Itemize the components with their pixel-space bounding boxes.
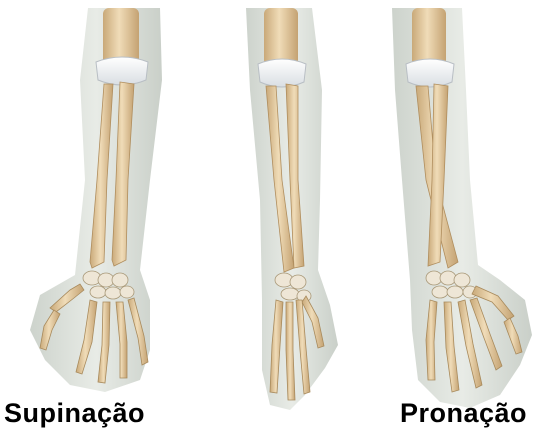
arm-supination	[30, 8, 162, 392]
humerus	[264, 8, 298, 66]
elbow-cartilage	[258, 59, 306, 87]
humerus	[412, 8, 446, 66]
arm-neutral	[246, 8, 338, 410]
elbow-cartilage	[96, 57, 148, 85]
arm-pronation	[392, 8, 532, 408]
caption-pronation: Pronação	[400, 398, 527, 428]
elbow-cartilage	[406, 59, 454, 87]
caption-supination: Supinação	[4, 398, 145, 428]
